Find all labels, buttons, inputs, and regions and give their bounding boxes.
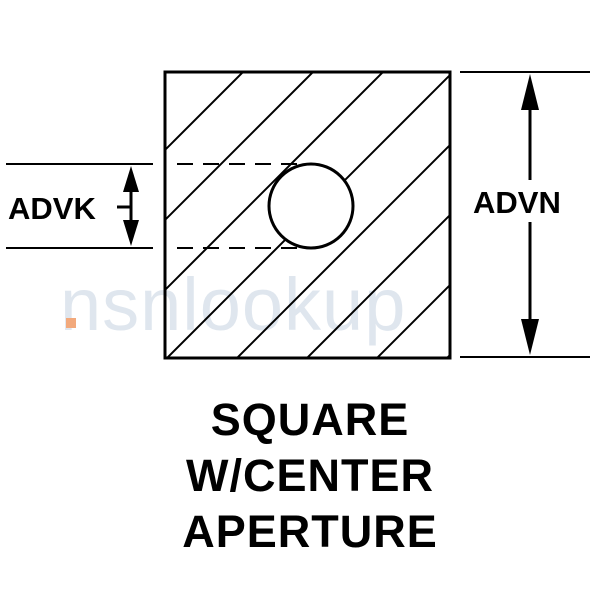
center-aperture: [267, 162, 355, 250]
advk-arrow-down-icon: [123, 220, 139, 246]
advn-dimension: ADVN: [460, 71, 590, 358]
advn-arrow-down-icon: [521, 319, 539, 355]
caption: SQUARE W/CENTER APERTURE: [182, 394, 438, 557]
caption-line-2: W/CENTER: [186, 450, 434, 501]
advk-arrow-up-icon: [123, 166, 139, 192]
advn-label: ADVN: [473, 185, 561, 220]
square-outline: [163, 70, 452, 360]
hatch-lines: [165, 72, 450, 358]
aperture-hidden-lines: [177, 163, 311, 249]
advk-label: ADVK: [8, 191, 96, 226]
square-part: [163, 70, 452, 360]
watermark: nsnlookup: [60, 263, 406, 346]
watermark-text: nsnlookup: [60, 263, 406, 346]
watermark-accent-dot: [66, 318, 76, 328]
caption-line-3: APERTURE: [182, 506, 438, 557]
advk-dimension: ADVK: [6, 163, 153, 249]
caption-line-1: SQUARE: [211, 394, 410, 445]
advn-arrow-up-icon: [521, 74, 539, 110]
